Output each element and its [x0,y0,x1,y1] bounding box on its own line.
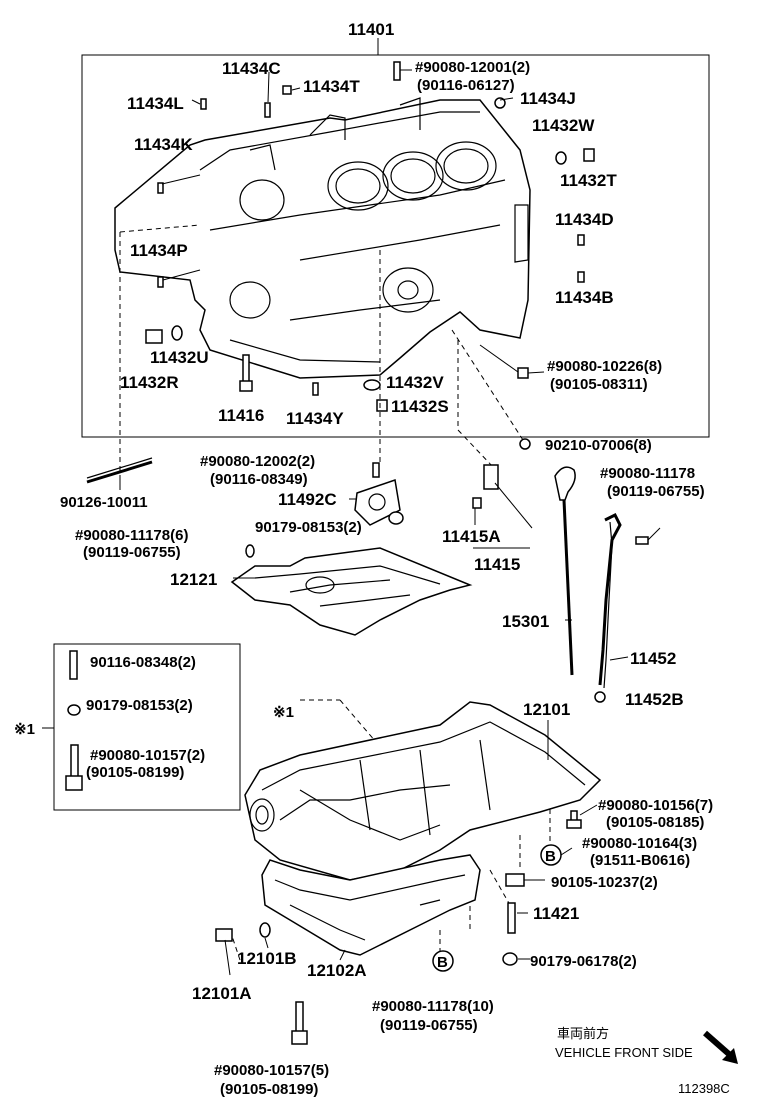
label-90080-11178-10: #90080-11178(10) [372,998,494,1015]
baffle-plate-12121 [230,544,473,636]
oil-pan-12101 [244,701,602,881]
label-11434j: 11434J [520,89,576,108]
label-90119-06755-a: (90119-06755) [607,483,705,500]
label-90080-12001: #90080-12001(2) [415,59,530,76]
label-front-en: VEHICLE FRONT SIDE [555,1045,693,1060]
label-11434c: 11434C [222,59,281,78]
label-11432t: 11432T [560,171,617,190]
label-90179-06178: 90179-06178(2) [530,953,637,970]
label-11434d: 11434D [555,210,614,229]
label-11432r: 11432R [120,373,179,392]
label-12102a: 12102A [307,961,367,980]
label-11432v: 11432V [386,373,444,392]
label-90119-06755-b: (90119-06755) [83,544,181,561]
label-12101b: 12101B [237,949,297,968]
block-small-parts [145,61,595,412]
label-11432u: 11432U [150,348,209,367]
front-direction-arrow [703,1030,738,1064]
callout-b-lower: B [437,954,448,971]
label-90210-07006: 90210-07006(8) [545,437,652,454]
label-90116-08349: (90116-08349) [210,471,308,488]
label-11434y: 11434Y [286,409,344,428]
label-11452b: 11452B [625,690,684,709]
label-90105-08311: (90105-08311) [550,376,648,393]
label-11434k: 11434K [134,135,193,154]
label-90119-06755-c: (90119-06755) [380,1017,478,1034]
oil-pan-12102a [261,854,481,961]
sensor-11415 [472,438,533,549]
label-90105-10237: 90105-10237(2) [551,874,658,891]
label-note-1: ※1 [14,721,35,738]
label-90080-11178-a: #90080-11178 [600,465,695,482]
label-15301: 15301 [502,612,549,631]
label-note-1-pan: ※1 [273,704,294,721]
label-front-jp: 車両前方 [557,1026,609,1041]
dipstick-15301 [554,466,576,676]
label-91511-b0616: (91511-B0616) [590,852,690,869]
label-11401: 11401 [348,20,394,39]
label-12101a: 12101A [192,984,252,1003]
label-90080-10164: #90080-10164(3) [582,835,697,852]
note-1-parts [65,650,83,791]
label-figure-id: 112398C [678,1081,730,1096]
label-90116-06127: (90116-06127) [417,77,515,94]
label-90080-10226: #90080-10226(8) [547,358,662,375]
label-90105-08199-b: (90105-08199) [220,1081,318,1098]
label-12121: 12121 [170,570,217,589]
label-90105-08199-a: (90105-08199) [86,764,184,781]
label-11432s: 11432S [391,397,449,416]
callout-b-upper: B [545,848,556,865]
label-11434p: 11434P [130,241,188,260]
dipstick-guide-11452 [594,512,661,703]
label-90080-12002: #90080-12002(2) [200,453,315,470]
bracket-11492c [349,462,404,526]
labels: 11401 11434C 11434T 11434L 11434K 11434P… [14,20,730,1098]
label-11415a: 11415A [442,527,501,546]
label-11434l: 11434L [127,94,184,113]
note-1-box [53,643,241,811]
label-90080-10156: #90080-10156(7) [598,797,713,814]
label-90080-11178-6: #90080-11178(6) [75,527,188,544]
label-11434t: 11434T [303,77,360,96]
label-90080-10157-5: #90080-10157(5) [214,1062,329,1079]
label-90179-08153-a: 90179-08153(2) [255,519,362,536]
label-11421: 11421 [533,904,579,923]
block-assembly-frame [81,54,710,438]
label-12101: 12101 [523,700,570,719]
label-11434b: 11434B [555,288,614,307]
label-11416: 11416 [218,406,264,425]
stud-90126-10011 [86,457,153,490]
label-11432w: 11432W [532,116,595,135]
label-11415: 11415 [474,555,520,574]
label-90126-10011: 90126-10011 [60,494,148,511]
label-11492c: 11492C [278,490,337,509]
block-leader-lines [161,69,545,374]
label-11452: 11452 [630,649,676,668]
label-90179-08153-b: 90179-08153(2) [86,697,193,714]
label-90116-08348: 90116-08348(2) [90,654,196,671]
label-90080-10157-2: #90080-10157(2) [90,747,205,764]
label-90105-08185: (90105-08185) [606,814,704,831]
cylinder-block-drawing [114,97,531,379]
pan-hardware [215,804,598,1045]
